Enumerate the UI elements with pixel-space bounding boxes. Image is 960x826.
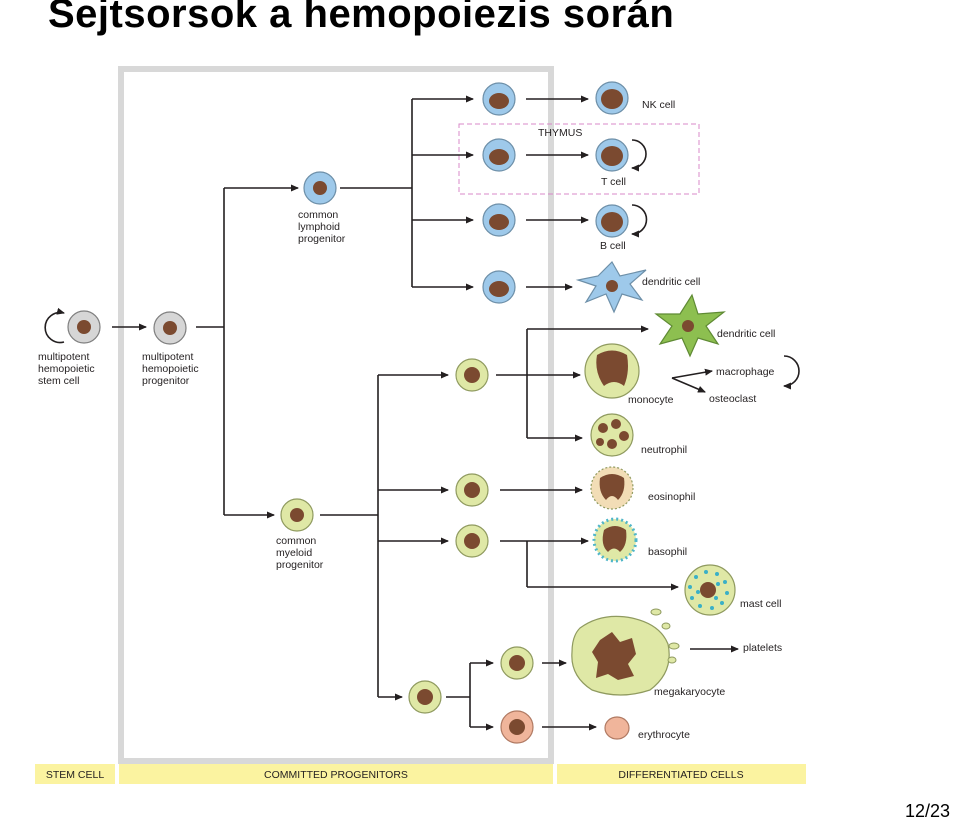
lymphoid-precursor-1 bbox=[482, 82, 516, 116]
band-stem bbox=[35, 764, 115, 784]
platelets-label: platelets bbox=[743, 642, 782, 654]
megakaryocyte-label: megakaryocyte bbox=[654, 686, 725, 698]
erythrocyte-label: erythrocyte bbox=[638, 729, 690, 741]
b-cell-label: B cell bbox=[600, 240, 626, 252]
macrophage-label: macrophage bbox=[716, 366, 775, 378]
page-number: 12/23 bbox=[904, 801, 950, 821]
nk-cell bbox=[595, 81, 629, 115]
mast-cell-label: mast cell bbox=[740, 598, 781, 610]
cell-labels: NK cell T cell B cell dendritic cell den… bbox=[38, 99, 782, 741]
myeloid-precursor-3 bbox=[455, 524, 489, 558]
hsc-label: multipotent hemopoietic stem cell bbox=[38, 351, 98, 387]
band-differentiated-label: DIFFERENTIATED CELLS bbox=[618, 769, 743, 781]
monocyte-label: monocyte bbox=[628, 394, 674, 406]
monocyte-cell bbox=[584, 343, 640, 399]
erythroid-precursor bbox=[500, 710, 534, 744]
myeloid-precursor-1 bbox=[455, 358, 489, 392]
mep-cell bbox=[408, 680, 442, 714]
mast-cell bbox=[684, 564, 736, 616]
erythrocyte-cell bbox=[604, 716, 630, 740]
clp-cell bbox=[303, 171, 337, 205]
self-renewal-arrows bbox=[44, 139, 800, 390]
cmp-cell bbox=[280, 498, 314, 532]
eosinophil-label: eosinophil bbox=[648, 491, 695, 503]
myeloid-precursor-2 bbox=[455, 473, 489, 507]
megakaryocyte-cell bbox=[571, 608, 680, 696]
stage-bands: STEM CELL COMMITTED PROGENITORS DIFFEREN… bbox=[35, 764, 806, 784]
thymus-box bbox=[458, 123, 700, 195]
lymphoid-precursor-4 bbox=[482, 270, 516, 304]
slide-title: Sejtsorsok a hemopoiezis során bbox=[48, 0, 675, 36]
t-cell bbox=[595, 138, 629, 172]
eosinophil-cell bbox=[590, 466, 634, 510]
thymus-label: THYMUS bbox=[538, 127, 582, 139]
band-stem-label: STEM CELL bbox=[46, 769, 105, 781]
osteoclast-label: osteoclast bbox=[709, 393, 756, 405]
nk-cell-label: NK cell bbox=[642, 99, 675, 111]
lymphoid-precursor-3 bbox=[482, 203, 516, 237]
dendritic-cell-myeloid bbox=[654, 293, 726, 358]
committed-progenitors-frame bbox=[118, 66, 554, 764]
mpp-label: multipotent hemopoietic progenitor bbox=[142, 351, 202, 387]
dendritic-cell-lymphoid bbox=[575, 261, 647, 314]
t-cell-label: T cell bbox=[601, 176, 626, 188]
band-differentiated bbox=[557, 764, 806, 784]
neutrophil-cell bbox=[590, 413, 634, 457]
band-committed-label: COMMITTED PROGENITORS bbox=[264, 769, 408, 781]
hsc-cell bbox=[67, 310, 101, 344]
clp-label: common lymphoid progenitor bbox=[298, 209, 346, 245]
dendritic-myeloid-label: dendritic cell bbox=[717, 328, 775, 340]
band-committed bbox=[119, 764, 553, 784]
lymphoid-precursor-2 bbox=[482, 138, 516, 172]
mpp-cell bbox=[153, 311, 187, 345]
megakaryocyte-precursor bbox=[500, 646, 534, 680]
basophil-label: basophil bbox=[648, 546, 687, 558]
cmp-label: common myeloid progenitor bbox=[276, 535, 324, 571]
basophil-cell bbox=[592, 517, 638, 563]
lineage-connectors bbox=[112, 95, 739, 731]
neutrophil-label: neutrophil bbox=[641, 444, 687, 456]
b-cell bbox=[595, 204, 629, 238]
dendritic-lymphoid-label: dendritic cell bbox=[642, 276, 700, 288]
